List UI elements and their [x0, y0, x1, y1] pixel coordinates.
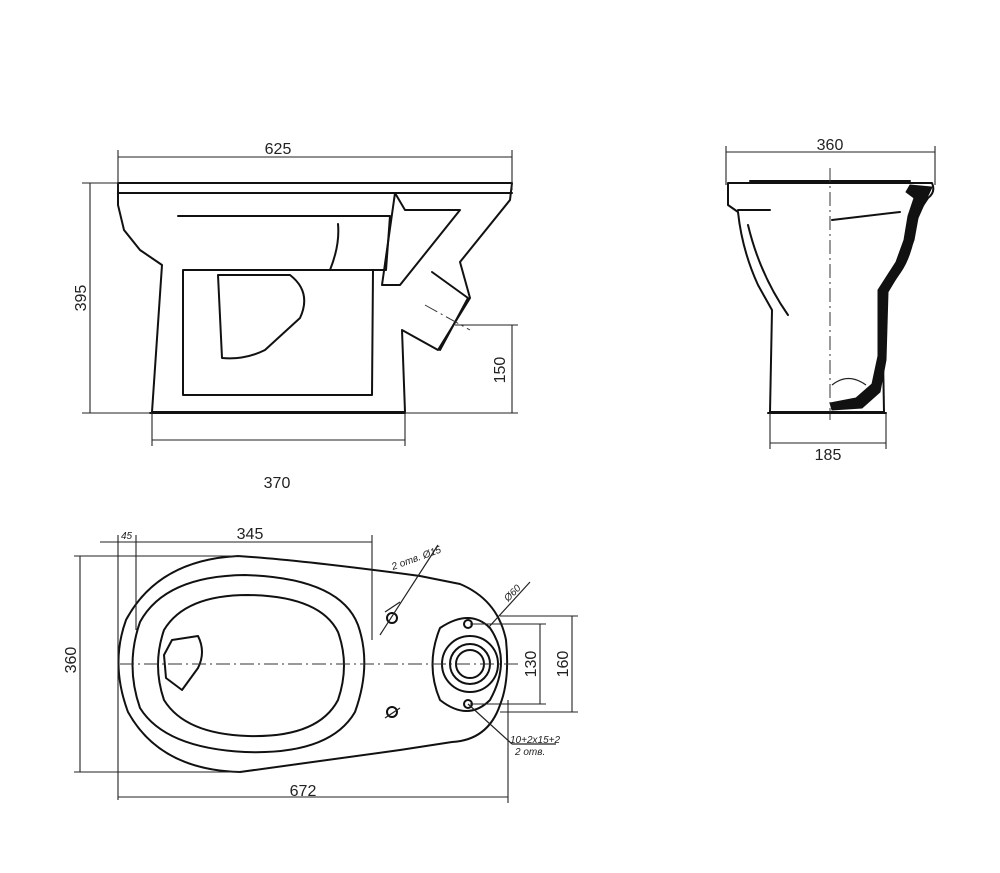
dim-total-672: 672: [290, 783, 317, 800]
side-trap-seal: [831, 377, 867, 386]
dim-base-370: 370: [264, 475, 291, 492]
dim-bolt-spacing-130: 130: [523, 651, 540, 678]
top-view: 2 отв. Ø15 Ø60 10+2x15+2 2 отв. 45 345 3…: [63, 526, 578, 803]
dim-length-345: 345: [237, 526, 264, 543]
dim-flange-160: 160: [555, 651, 572, 678]
front-view: 625 395 150 370: [73, 141, 518, 492]
side-rim-inner: [737, 209, 901, 221]
side-bowl-line: [747, 224, 789, 316]
front-trap: [217, 274, 306, 360]
note-outlet-diameter: Ø60: [502, 583, 524, 605]
top-flange: [431, 617, 502, 712]
side-view: 360 185: [725, 137, 936, 464]
dim-side-width-360: 360: [817, 137, 844, 154]
top-bolt-hole: [386, 612, 398, 624]
front-body-outline: [117, 182, 513, 413]
front-outlet-axis: [424, 304, 471, 331]
dim-top-width-360: 360: [63, 647, 80, 674]
front-channel: [381, 192, 461, 286]
note-mounting-holes: 2 отв. Ø15: [389, 545, 443, 574]
dim-offset-45: 45: [121, 531, 133, 542]
top-bolt-hole: [386, 706, 398, 718]
side-section-wall: [829, 184, 933, 411]
note-slot-size: 10+2x15+2: [510, 735, 560, 746]
side-body-outline: [727, 182, 935, 413]
dim-side-base-185: 185: [815, 447, 842, 464]
dim-outlet-150: 150: [492, 357, 509, 384]
top-bowl: [157, 594, 345, 738]
top-outlet-hole: [163, 635, 203, 691]
top-outer-outline: [117, 555, 509, 773]
front-cavity: [182, 269, 374, 396]
note-slot-count: 2 отв.: [514, 747, 545, 758]
front-bowl-inner: [177, 215, 391, 271]
top-rim: [131, 574, 366, 754]
dim-width-625: 625: [265, 141, 292, 158]
dim-height-395: 395: [73, 285, 90, 312]
front-outlet-spigot: [431, 271, 469, 351]
